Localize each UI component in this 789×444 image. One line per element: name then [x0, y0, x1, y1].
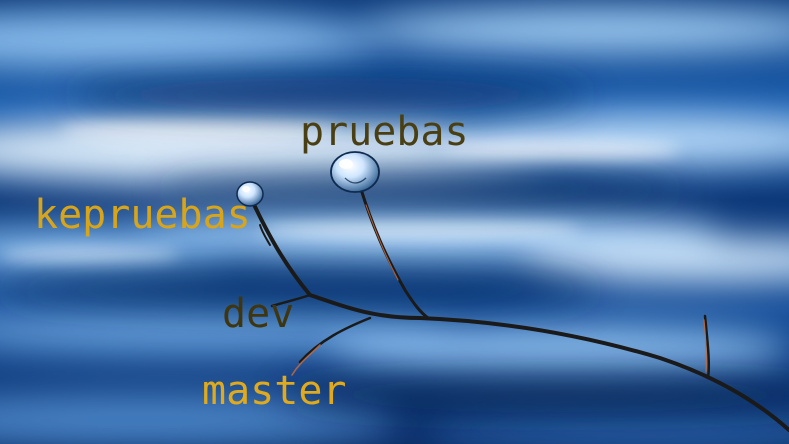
water-droplets	[236, 151, 380, 207]
branch-label-pruebas: pruebas	[300, 109, 469, 155]
twig-branch	[248, 184, 789, 432]
branch-label-dev: dev	[222, 291, 295, 337]
branch-label-master: master	[202, 368, 347, 414]
twig-highlights	[291, 204, 707, 376]
branch-label-kepruebas: kepruebas	[34, 192, 251, 238]
